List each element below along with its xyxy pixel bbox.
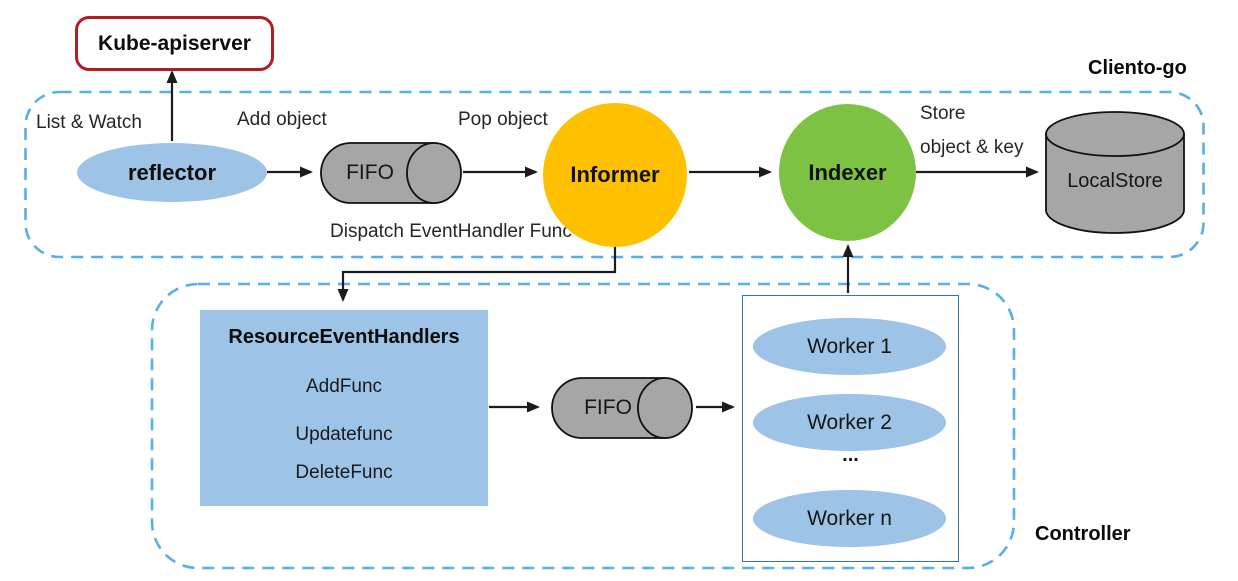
fifo-label: FIFO xyxy=(346,161,394,184)
worker-2-node: Worker 2 xyxy=(753,394,946,451)
add-func-item: AddFunc xyxy=(305,376,383,397)
resource-event-handlers-box: ResourceEventHandlers AddFunc Updatefunc… xyxy=(200,310,488,506)
store-label-line1: Store xyxy=(920,103,966,124)
update-func-item: Updatefunc xyxy=(295,424,393,445)
arrow-informer-to-handlers xyxy=(337,246,617,302)
fifo2-cylinder-shape xyxy=(551,377,693,439)
fifo-cylinder-shape xyxy=(320,142,462,204)
localstore-cylinder-shape xyxy=(1045,111,1185,234)
dispatch-label: Dispatch EventHandler Func xyxy=(330,221,572,242)
kube-apiserver-node: Kube-apiserver xyxy=(75,16,274,71)
localstore-label: LocalStore xyxy=(1067,170,1163,192)
add-object-label: Add object xyxy=(237,109,327,130)
list-watch-label: List & Watch xyxy=(36,112,142,133)
client-go-title: Cliento-go xyxy=(1088,57,1187,79)
worker-pool-box: Worker 1 Worker 2 ... Worker n xyxy=(742,295,959,562)
fifo2-label: FIFO xyxy=(584,396,632,419)
reflector-node: reflector xyxy=(77,143,267,202)
delete-func-item: DeleteFunc xyxy=(295,462,393,483)
controller-title: Controller xyxy=(1035,523,1131,545)
controller-container-border xyxy=(150,282,1016,570)
worker-n-node: Worker n xyxy=(753,490,946,547)
indexer-node: Indexer xyxy=(779,104,916,241)
resource-event-handlers-title: ResourceEventHandlers xyxy=(228,326,460,348)
worker-1-node: Worker 1 xyxy=(753,318,946,375)
store-label-line2: object & key xyxy=(920,137,1024,158)
localstore-node: LocalStore xyxy=(1044,110,1186,236)
store-object-key-label: Store object & key xyxy=(920,97,1024,165)
fifo-queue-node: FIFO xyxy=(318,141,466,205)
fifo2-queue-node: FIFO xyxy=(549,376,697,440)
pop-object-label: Pop object xyxy=(458,109,548,130)
workers-ellipsis: ... xyxy=(842,444,859,466)
informer-node: Informer xyxy=(543,103,687,247)
